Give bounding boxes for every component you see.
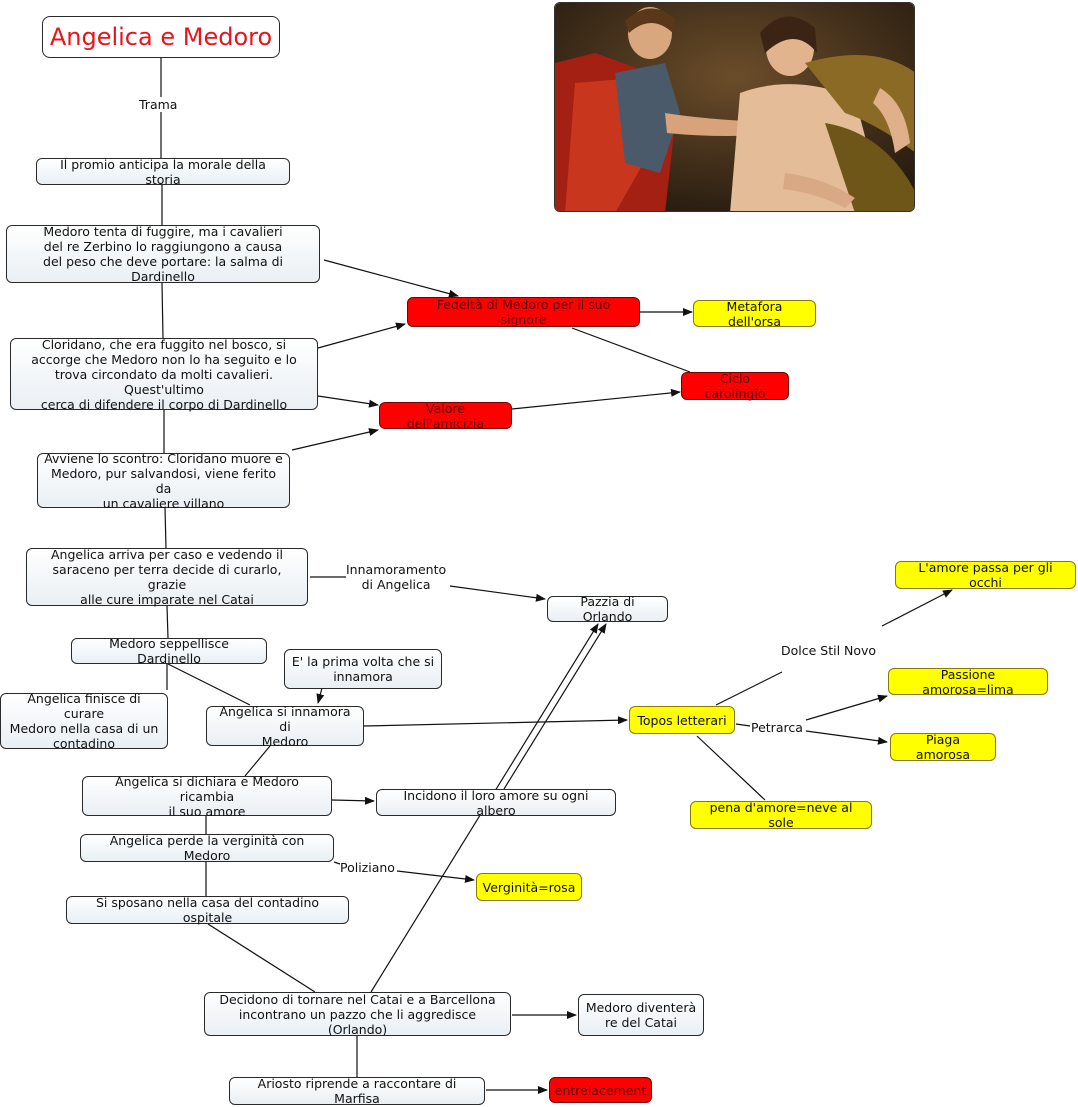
node-pazzia-orlando[interactable]: Pazzia di Orlando <box>547 594 668 624</box>
node-dichiara[interactable]: Angelica si dichiara e Medoro ricambia i… <box>82 774 332 819</box>
node-cloridano[interactable]: Cloridano, che era fuggito nel bosco, si… <box>10 337 318 412</box>
node-passione-lima[interactable]: Passione amorosa=lima <box>888 667 1048 697</box>
node-entrelacement[interactable]: entrelacement <box>549 1077 652 1103</box>
node-prima-volta[interactable]: E' la prima volta che si innamora <box>284 649 442 689</box>
node-verginita-rosa[interactable]: Verginità=rosa <box>476 873 582 901</box>
label-dolce-stil-novo: Dolce Stil Novo <box>781 643 877 658</box>
node-medoro-fuggire[interactable]: Medoro tenta di fuggire, ma i cavalieri … <box>6 224 320 284</box>
node-re-catai[interactable]: Medoro diventerà re del Catai <box>578 994 704 1036</box>
node-finisce-curare[interactable]: Angelica finisce di curare Medoro nella … <box>0 691 168 751</box>
node-incidono[interactable]: Incidono il loro amore su ogni albero <box>376 788 616 818</box>
node-scontro[interactable]: Avviene lo scontro: Cloridano muore e Me… <box>37 451 290 511</box>
map-title: Angelica e Medoro <box>42 16 280 58</box>
node-decidono[interactable]: Decidono di tornare nel Catai e a Barcel… <box>204 992 511 1037</box>
label-poliziano: Poliziano <box>340 860 395 875</box>
node-neve-sole[interactable]: pena d'amore=neve al sole <box>690 800 872 830</box>
node-piaga-amorosa[interactable]: Piaga amorosa <box>890 732 996 762</box>
node-promio[interactable]: Il promio anticipa la morale della stori… <box>36 157 290 187</box>
label-petrarca: Petrarca <box>751 720 803 735</box>
node-angelica-arriva[interactable]: Angelica arriva per caso e vedendo il sa… <box>26 547 308 607</box>
node-valore-amicizia[interactable]: Valore dell'amicizia <box>379 401 512 431</box>
node-si-innamora[interactable]: Angelica si innamora di Medoro <box>206 704 364 749</box>
node-metafora-orsa[interactable]: Metafora dell'orsa <box>693 299 816 329</box>
node-amore-occhi[interactable]: L'amore passa per gli occhi <box>895 560 1076 590</box>
label-trama: Trama <box>139 97 178 112</box>
label-innamoramento: Innamoramento di Angelica <box>346 562 447 592</box>
node-seppellisce[interactable]: Medoro seppellisce Dardinello <box>71 636 267 666</box>
node-fedelta[interactable]: Fedeltà di Medoro per il suo signore <box>407 297 640 327</box>
node-topos-letterari[interactable]: Topos letterari <box>629 706 735 734</box>
painting-image <box>554 2 915 212</box>
node-ciclo-carolingio[interactable]: Ciclo carolingio <box>681 371 789 401</box>
node-ariosto[interactable]: Ariosto riprende a raccontare di Marfisa <box>229 1076 485 1106</box>
node-verginita-perde[interactable]: Angelica perde la verginità con Medoro <box>80 833 334 863</box>
node-sposano[interactable]: Si sposano nella casa del contadino ospi… <box>66 895 349 925</box>
